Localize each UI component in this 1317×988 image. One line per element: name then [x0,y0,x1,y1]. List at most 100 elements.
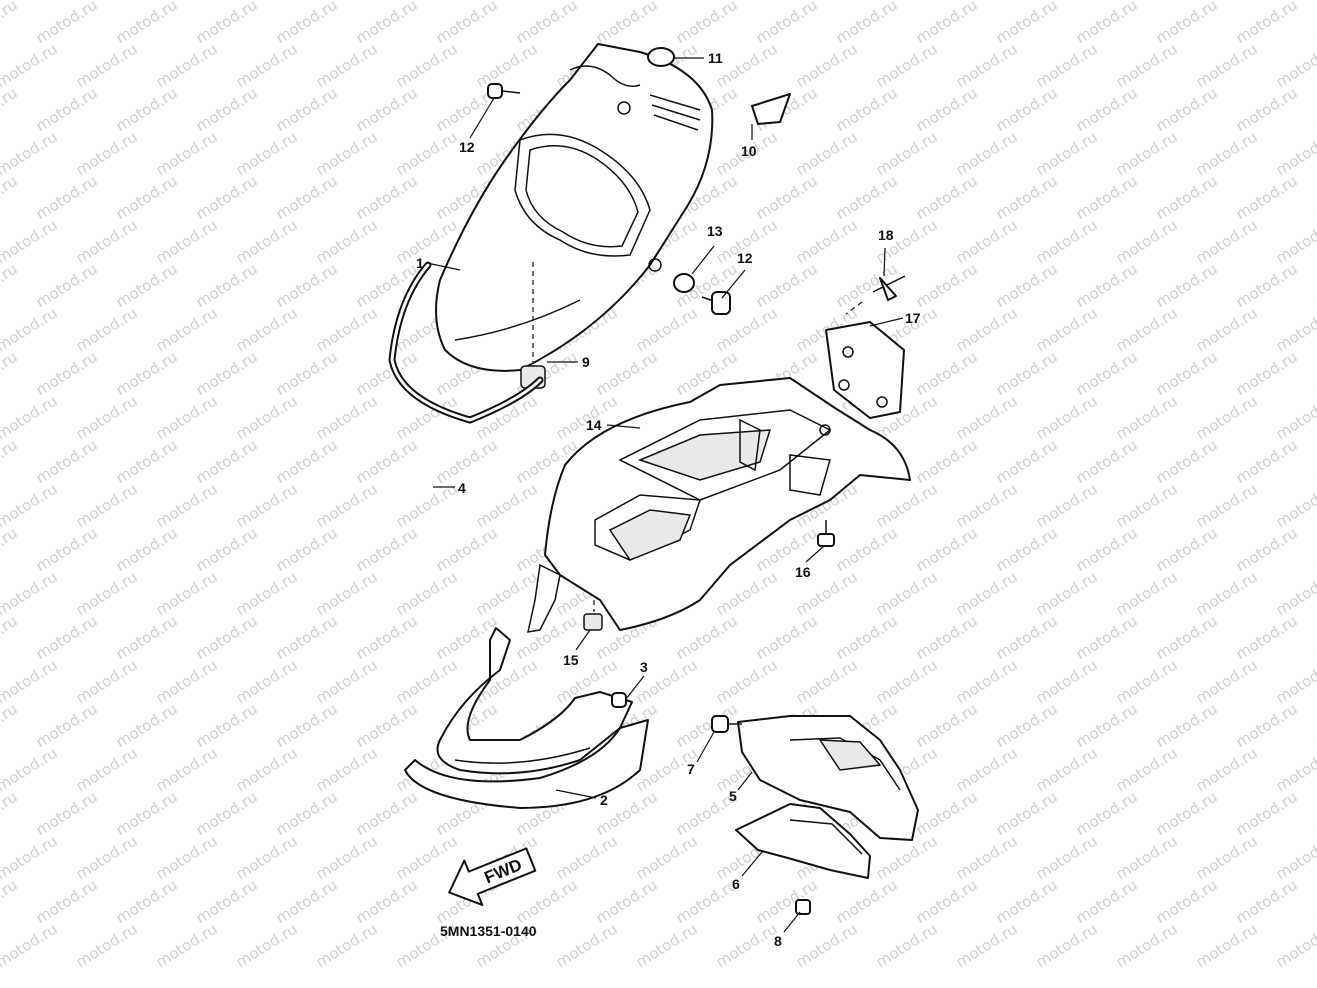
watermark-text: motod.ru [913,788,981,840]
watermark-text: motod.ru [913,524,981,576]
part-5-inner-cover [737,715,919,841]
part-1-front-cowl [435,43,714,372]
watermark-text: motod.ru [633,920,701,972]
watermark-text: motod.ru [1073,260,1141,312]
watermark-text: motod.ru [833,0,901,47]
watermark-text: motod.ru [873,128,941,180]
watermark-text: motod.ru [1073,876,1141,928]
watermark-text: motod.ru [273,788,341,840]
watermark-text: motod.ru [233,392,301,444]
callout-15: 15 [563,652,579,668]
watermark-text: motod.ru [273,0,341,47]
watermark-text: motod.ru [33,876,101,928]
watermark-text: motod.ru [913,348,981,400]
part-2-lower-cover [404,627,649,809]
watermark-text: motod.ru [73,40,141,92]
watermark-text: motod.ru [273,876,341,928]
watermark-text: motod.ru [233,744,301,796]
watermark-text: motod.ru [273,348,341,400]
watermark-text: motod.ru [1193,656,1261,708]
watermark-text: motod.ru [33,436,101,488]
watermark-text: motod.ru [1273,656,1317,708]
watermark-text: motod.ru [913,612,981,664]
watermark-text: motod.ru [953,128,1021,180]
watermark-text: motod.ru [793,920,861,972]
part-18-rivet [845,275,906,315]
watermark-text: motod.ru [913,84,981,136]
watermark-text: motod.ru [1153,348,1221,400]
watermark-text: motod.ru [993,172,1061,224]
watermark-text: motod.ru [833,84,901,136]
watermark-text: motod.ru [833,172,901,224]
watermark-text: motod.ru [33,612,101,664]
part-12-screw-lower [701,291,731,315]
watermark-text: motod.ru [953,480,1021,532]
watermark-text: motod.ru [1073,0,1141,47]
watermark-text: motod.ru [1113,832,1181,884]
watermark-text: motod.ru [113,524,181,576]
watermark-text: motod.ru [1153,788,1221,840]
watermark-text: motod.ru [1033,744,1101,796]
watermark-text: motod.ru [1033,304,1101,356]
watermark-text: motod.ru [1233,700,1301,752]
watermark-text: motod.ru [153,744,221,796]
watermark-text: motod.ru [873,480,941,532]
watermark-text: motod.ru [993,700,1061,752]
watermark-text: motod.ru [0,84,20,136]
watermark-text: motod.ru [0,568,60,620]
watermark-text: motod.ru [993,436,1061,488]
watermark-text: motod.ru [913,700,981,752]
watermark-text: motod.ru [193,348,261,400]
watermark-text: motod.ru [713,920,781,972]
watermark-text: motod.ru [913,0,981,47]
watermark-text: motod.ru [0,128,60,180]
watermark-text: motod.ru [1193,568,1261,620]
watermark-text: motod.ru [1193,744,1261,796]
watermark-text: motod.ru [993,348,1061,400]
watermark-text: motod.ru [1153,612,1221,664]
watermark-text: motod.ru [1313,84,1317,136]
watermark-text: motod.ru [1113,304,1181,356]
watermark-text: motod.ru [113,612,181,664]
watermark-text: motod.ru [313,128,381,180]
watermark-text: motod.ru [1033,480,1101,532]
watermark-text: motod.ru [553,832,621,884]
watermark-text: motod.ru [233,40,301,92]
watermark-text: motod.ru [273,612,341,664]
watermark-text: motod.ru [833,524,901,576]
watermark-text: motod.ru [113,876,181,928]
watermark-text: motod.ru [193,172,261,224]
watermark-text: motod.ru [0,832,60,884]
part-8-screw [795,899,811,915]
watermark-text: motod.ru [953,920,1021,972]
watermark-text: motod.ru [833,260,901,312]
watermark-text: motod.ru [273,172,341,224]
watermark-text: motod.ru [1233,876,1301,928]
watermark-text: motod.ru [1273,304,1317,356]
watermark-text: motod.ru [0,612,20,664]
callout-4: 4 [458,480,466,496]
watermark-text: motod.ru [393,656,461,708]
watermark-text: motod.ru [513,0,581,47]
watermark-text: motod.ru [313,920,381,972]
watermark-text: motod.ru [1113,568,1181,620]
watermark-text: motod.ru [873,656,941,708]
watermark-text: motod.ru [1033,128,1101,180]
watermark-text: motod.ru [0,304,60,356]
watermark-text: motod.ru [1313,172,1317,224]
watermark-text: motod.ru [1113,656,1181,708]
watermark-text: motod.ru [1273,568,1317,620]
callout-3: 3 [640,659,648,675]
watermark-text: motod.ru [753,612,821,664]
watermark-text: motod.ru [953,392,1021,444]
watermark-text: motod.ru [193,788,261,840]
watermark-text: motod.ru [273,700,341,752]
watermark-text: motod.ru [1113,480,1181,532]
watermark-text: motod.ru [73,216,141,268]
watermark-text: motod.ru [73,832,141,884]
callout-numbers: 1 2 3 4 5 6 7 8 9 10 11 12 12 13 14 15 1… [416,50,921,949]
watermark-text: motod.ru [1113,40,1181,92]
part-3-screw [611,692,627,708]
watermark-text: motod.ru [313,392,381,444]
callout-17: 17 [905,310,921,326]
